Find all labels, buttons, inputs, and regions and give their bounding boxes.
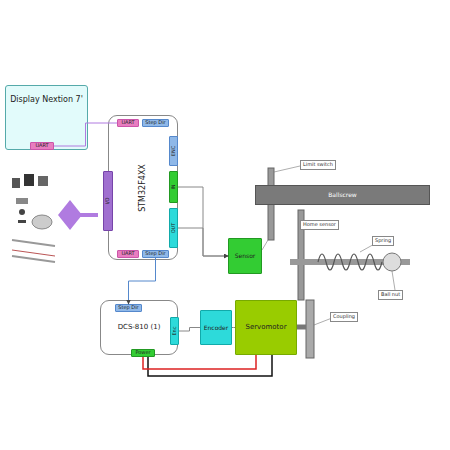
callout-label: Spring: [372, 236, 394, 246]
callout-label: Ball nut: [378, 290, 403, 300]
connector-tag: Step Dir: [115, 304, 142, 312]
connector-tag: I/O: [103, 171, 113, 231]
connector-tag: Servomotor: [235, 300, 297, 355]
connector-tag: ENC: [169, 136, 178, 166]
connector-tag: Step Dir: [142, 250, 169, 258]
wire-connector: [54, 123, 117, 146]
node-label: UART: [121, 120, 134, 125]
ball-nut: [383, 253, 401, 271]
node-label: IN: [171, 184, 176, 189]
node-label: UART: [35, 143, 48, 148]
node-label: DCS-810 (1): [118, 324, 161, 331]
connector-tag: Enc: [170, 317, 179, 345]
node-label: Step Dir: [145, 251, 165, 256]
callout-label: Home sensor: [300, 220, 339, 230]
connector-tag: Ballscrew: [255, 185, 430, 205]
wire-connector: [178, 187, 228, 256]
wire-connector: [129, 258, 156, 304]
node-label: Servomotor: [245, 324, 286, 331]
sensor-pictures: [12, 174, 55, 262]
wire-connector: [178, 228, 228, 256]
node-label: Enc: [172, 326, 177, 335]
node-label: Sensor: [235, 253, 256, 259]
connector-tag: UART: [30, 142, 54, 150]
module-box: DCS-810 (1) Step DirEncPower: [100, 300, 178, 355]
connector-tag: Encoder: [200, 310, 232, 345]
connector-tag: Power: [131, 349, 155, 357]
connector-tag: OUT: [169, 208, 178, 248]
node-label: I/O: [105, 197, 110, 204]
node-label: Step Dir: [145, 120, 165, 125]
node-label: OUT: [171, 223, 176, 234]
connector-tag: UART: [117, 250, 139, 258]
ground-wire: [148, 355, 272, 376]
node-label: UART: [121, 251, 134, 256]
connector-tag: IN: [169, 171, 178, 203]
node-label: Ballscrew: [328, 192, 357, 198]
motor-shaft: [297, 325, 306, 330]
connector-tag: UART: [117, 119, 139, 127]
node-label: Display Nextion 7': [10, 96, 83, 104]
callout-label: Coupling: [330, 312, 358, 322]
wire-connector: [143, 355, 256, 369]
node-label: ENC: [171, 146, 176, 156]
module-box: STM32F4XXUARTStep DirENCINOUTUARTStep Di…: [108, 115, 178, 260]
wire-connector: [232, 327, 235, 328]
coupling-disk: [306, 300, 314, 358]
connector-tag: Sensor: [228, 238, 262, 274]
io-arrow-shaft: [62, 213, 98, 217]
wire-connector: [179, 328, 200, 332]
node-label: Power: [135, 350, 150, 355]
spring-symbol: [318, 254, 382, 270]
callout-label: Limit switch: [300, 160, 336, 170]
connector-tag: Step Dir: [142, 119, 169, 127]
node-label: Step Dir: [118, 305, 138, 310]
node-label: Encoder: [204, 324, 229, 330]
connector-tag: Display Nextion 7' UART: [5, 85, 88, 150]
node-label: STM32F4XX: [139, 164, 147, 212]
